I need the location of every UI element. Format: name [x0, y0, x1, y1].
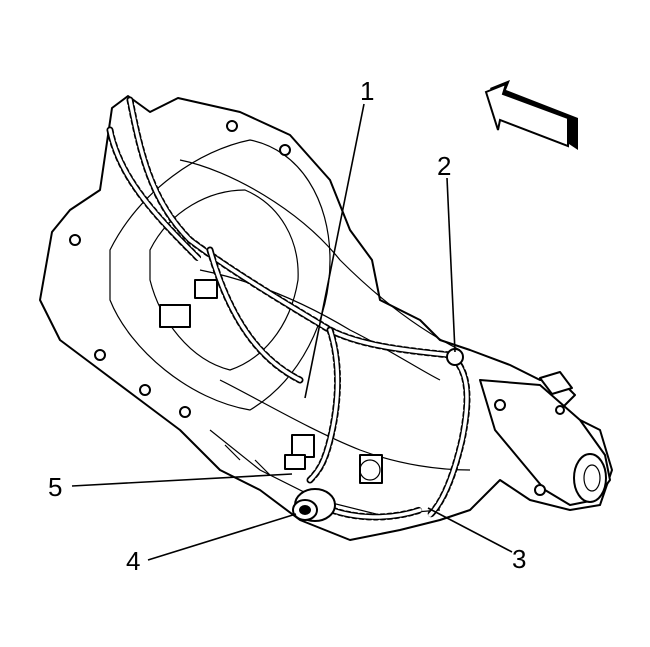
leader-line-1 [304, 103, 365, 399]
wiring-harness [106, 96, 471, 521]
callout-1: 1 [360, 76, 374, 106]
callout-2: 2 [437, 151, 451, 181]
callout-4: 4 [126, 546, 140, 576]
callout-5: 5 [48, 472, 62, 502]
leader-line-5 [71, 473, 293, 487]
callout-3: 3 [512, 544, 526, 574]
connector-item-4 [292, 488, 336, 522]
front-direction-arrow-icon [484, 80, 578, 150]
leader-line-2 [446, 177, 456, 353]
leader-line-3 [427, 507, 513, 553]
transmission-assembly [39, 95, 613, 541]
leader-line-4 [147, 513, 297, 561]
